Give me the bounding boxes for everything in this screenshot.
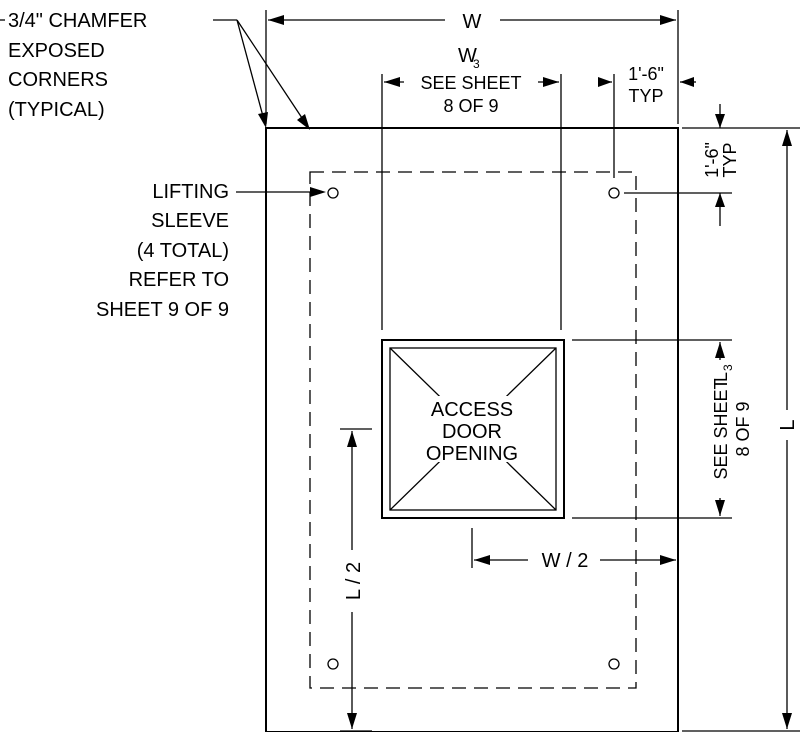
dim-l3-line1: SEE SHEET [711, 378, 731, 479]
dimension-half-width: W / 2 [471, 528, 676, 572]
lifting-sleeve-bottom-left [327, 658, 339, 670]
lifting-note-line4: REFER TO [129, 269, 229, 291]
dimension-overall-width: W [265, 10, 679, 124]
chamfer-note: 3/4" CHAMFER EXPOSED CORNERS (TYPICAL) [0, 10, 310, 130]
lifting-sleeve-bottom-right [608, 658, 620, 670]
dim-edge-v-line1: 1'-6" [702, 142, 722, 178]
dim-edge-h-line2: TYP [628, 86, 663, 106]
lifting-note-line3: (4 TOTAL) [137, 240, 229, 262]
dim-half-width-label: W / 2 [542, 550, 589, 572]
access-label-line3: OPENING [426, 443, 518, 465]
dim-l3-symbol: L [711, 372, 731, 382]
lifting-sleeve-note: LIFTING SLEEVE (4 TOTAL) REFER TO SHEET … [96, 181, 326, 321]
lifting-note-line2: SLEEVE [151, 210, 229, 232]
dimension-half-length: L / 2 [340, 428, 372, 732]
dim-w3-line1: SEE SHEET [420, 73, 521, 93]
lifting-note-line1: LIFTING [152, 181, 229, 203]
dimension-edge-offset-horizontal: 1'-6" TYP [598, 64, 696, 178]
dimension-w3: W 3 SEE SHEET 8 OF 9 [381, 45, 562, 330]
lifting-sleeve-top-left [327, 187, 339, 199]
dim-w3-symbol: W [458, 45, 477, 67]
chamfer-note-line1: 3/4" CHAMFER [8, 10, 147, 32]
chamfer-note-line2: EXPOSED [8, 40, 105, 62]
dim-w3-line2: 8 OF 9 [443, 96, 498, 116]
dim-edge-h-line1: 1'-6" [628, 64, 664, 84]
dimension-edge-offset-vertical: 1'-6" TYP [624, 104, 800, 226]
access-label-line2: DOOR [442, 421, 502, 443]
lifting-sleeve-top-right [608, 187, 620, 199]
access-label-line1: ACCESS [431, 399, 513, 421]
chamfer-note-line3: CORNERS [8, 69, 108, 91]
dim-l3-subscript: 3 [721, 364, 735, 371]
dim-l3-line2: 8 OF 9 [733, 401, 753, 456]
access-door-opening: ACCESS DOOR OPENING [381, 339, 565, 519]
lifting-sleeve-layout-dashed [309, 171, 637, 689]
lifting-note-line5: SHEET 9 OF 9 [96, 299, 229, 321]
chamfer-note-line4: (TYPICAL) [8, 99, 105, 121]
dim-w-label: W [463, 11, 482, 33]
dimension-overall-length: L [682, 130, 800, 732]
dim-half-length-label: L / 2 [343, 562, 365, 600]
dimension-l3: L 3 SEE SHEET 8 OF 9 [572, 339, 753, 519]
dim-edge-v-line2: TYP [720, 142, 740, 177]
dim-w3-subscript: 3 [473, 57, 480, 71]
slab-outline [265, 127, 679, 732]
dim-l-label: L [777, 419, 799, 430]
